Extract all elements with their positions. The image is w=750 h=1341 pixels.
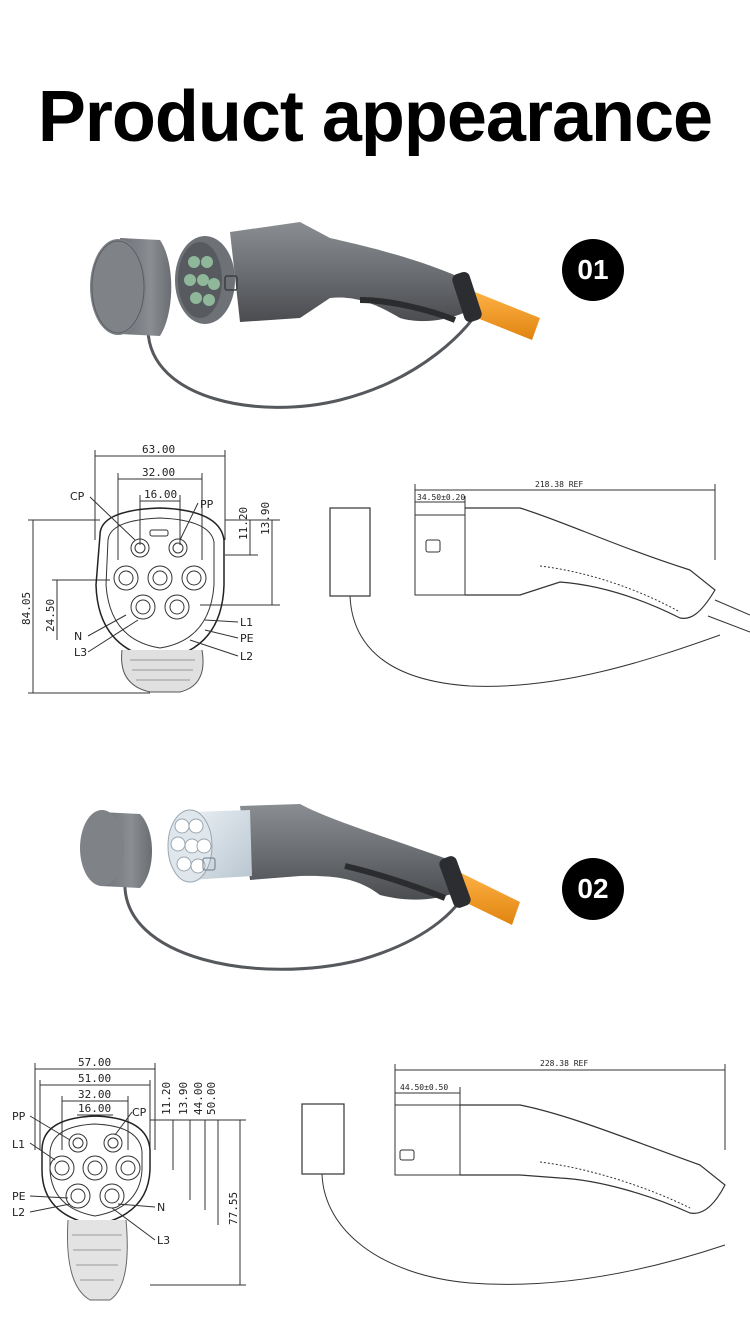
front-view-drawing-01 [28,450,280,694]
connector-render-01 [90,222,540,409]
overall-length-1: 218.38 REF [535,480,583,489]
pin-label-l1-b: L1 [12,1138,25,1151]
dim-height-3: 84.05 [20,592,33,625]
side-view-drawing-02 [301,1064,726,1285]
dim-height-1b: 11.20 [160,1082,173,1115]
pin-label-l1: L1 [240,616,253,629]
dim-width-4b: 16.00 [78,1102,111,1115]
pin-label-l3: L3 [74,646,87,659]
pin-label-l3-b: L3 [157,1234,170,1247]
pin-label-l2-b: L2 [12,1206,25,1219]
front-length-1: 34.50±0.20 [417,493,465,502]
connector-render-02 [80,804,520,971]
dim-width-2b: 51.00 [78,1072,111,1085]
dim-height-1: 11.20 [237,507,250,540]
front-length-2: 44.50±0.50 [400,1083,448,1092]
pin-label-l2: L2 [240,650,253,663]
dim-height-3b: 44.00 [192,1082,205,1115]
dim-height-4: 24.50 [44,599,57,632]
pin-label-pe-b: PE [12,1190,26,1203]
pin-label-pe: PE [240,632,254,645]
dim-width-2: 32.00 [142,466,175,479]
page-title: Product appearance [37,77,713,157]
pin-label-cp-b: CP [132,1106,147,1119]
dim-width-3b: 32.00 [78,1088,111,1101]
step-badge-02: 02 [562,858,624,920]
pin-label-cp: CP [70,490,85,503]
dim-height-2: 13.90 [259,502,272,535]
side-view-drawing-01 [329,484,750,687]
dim-width-3: 16.00 [144,488,177,501]
dim-height-2b: 13.90 [177,1082,190,1115]
pin-label-n: N [74,630,82,643]
dim-width-1b: 57.00 [78,1056,111,1069]
pin-label-pp-b: PP [12,1110,26,1123]
pin-label-pp: PP [200,498,214,511]
front-view-drawing-02 [29,1063,246,1301]
dim-width-1: 63.00 [142,443,175,456]
dim-height-4b: 50.00 [205,1082,218,1115]
step-badge-01: 01 [562,239,624,301]
dim-height-5b: 77.55 [227,1192,240,1225]
overall-length-2: 228.38 REF [540,1059,588,1068]
pin-label-n-b: N [157,1201,165,1214]
